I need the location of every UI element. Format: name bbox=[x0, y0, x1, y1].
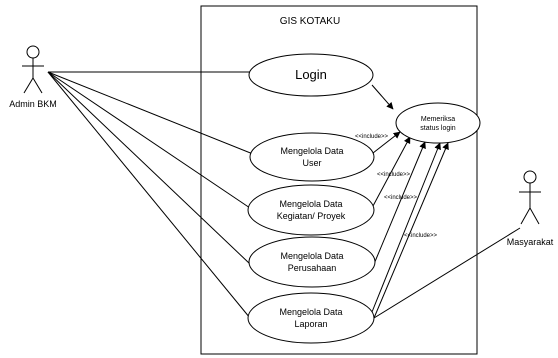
use-case-login-label: Login bbox=[295, 67, 327, 82]
use-case-kegiatan-line1: Mengelola Data bbox=[279, 199, 342, 209]
include-kegiatan-memeriksa bbox=[372, 136, 411, 207]
include-arrows bbox=[371, 84, 449, 319]
include-user-memeriksa bbox=[372, 131, 401, 154]
system-boundary bbox=[200, 5, 478, 355]
use-case-memeriksa-status-login[interactable]: Memeriksa status login bbox=[395, 102, 481, 144]
assoc-admin-laporan bbox=[47, 71, 251, 319]
actor-admin-bkm[interactable]: Admin BKM bbox=[9, 45, 57, 109]
use-case-kegiatan-line2: Kegiatan/ Proyek bbox=[277, 211, 346, 221]
assoc-masyarakat-laporan bbox=[373, 227, 521, 319]
include-label-user: <<include>> bbox=[355, 134, 389, 140]
use-case-user-line1: Mengelola Data bbox=[280, 146, 343, 156]
include-perusahaan-memeriksa bbox=[373, 141, 426, 265]
use-case-memeriksa-line1: Memeriksa bbox=[421, 116, 455, 123]
system-title: GIS KOTAKU bbox=[280, 16, 340, 27]
use-case-laporan-line2: Laporan bbox=[294, 319, 327, 329]
assoc-admin-user bbox=[47, 71, 259, 157]
use-case-user-ellipse bbox=[249, 132, 375, 182]
use-case-laporan-line1: Mengelola Data bbox=[279, 307, 342, 317]
actor-admin-bkm-label: Admin BKM bbox=[9, 99, 57, 109]
use-case-mengelola-data-kegiatan[interactable]: Mengelola Data Kegiatan/ Proyek bbox=[247, 184, 375, 236]
use-case-login[interactable]: Login bbox=[248, 53, 374, 97]
use-case-perusahaan-ellipse bbox=[248, 236, 376, 288]
use-case-login-ellipse bbox=[248, 53, 374, 97]
use-case-laporan-ellipse bbox=[247, 292, 375, 344]
stick-figure-icon bbox=[22, 45, 44, 94]
include-label-perusahaan: <<include>> bbox=[384, 195, 418, 201]
use-case-kegiatan-ellipse bbox=[247, 184, 375, 236]
include-label-laporan: <<include>> bbox=[404, 233, 438, 239]
use-case-mengelola-data-laporan[interactable]: Mengelola Data Laporan bbox=[247, 292, 375, 344]
include-laporan-memeriksa-b bbox=[373, 142, 449, 319]
actor-masyarakat-label: Masyarakat bbox=[507, 237, 554, 247]
include-label-kegiatan: <<include>> bbox=[377, 172, 411, 178]
use-case-mengelola-data-perusahaan[interactable]: Mengelola Data Perusahaan bbox=[248, 236, 376, 288]
associations bbox=[47, 71, 521, 319]
use-case-perusahaan-line1: Mengelola Data bbox=[280, 251, 343, 261]
stick-figure-icon bbox=[519, 170, 541, 225]
use-case-memeriksa-line2: status login bbox=[420, 125, 456, 132]
include-laporan-memeriksa-a bbox=[371, 142, 441, 313]
use-case-perusahaan-line2: Perusahaan bbox=[288, 263, 337, 273]
actor-masyarakat[interactable]: Masyarakat bbox=[507, 170, 554, 247]
dep-login-memeriksa bbox=[371, 84, 394, 110]
use-case-user-line2: User bbox=[302, 158, 321, 168]
use-case-mengelola-data-user[interactable]: Mengelola Data User bbox=[249, 132, 375, 182]
assoc-admin-perusahaan bbox=[47, 71, 251, 265]
assoc-admin-kegiatan bbox=[47, 71, 251, 209]
use-case-memeriksa-ellipse bbox=[395, 102, 481, 144]
